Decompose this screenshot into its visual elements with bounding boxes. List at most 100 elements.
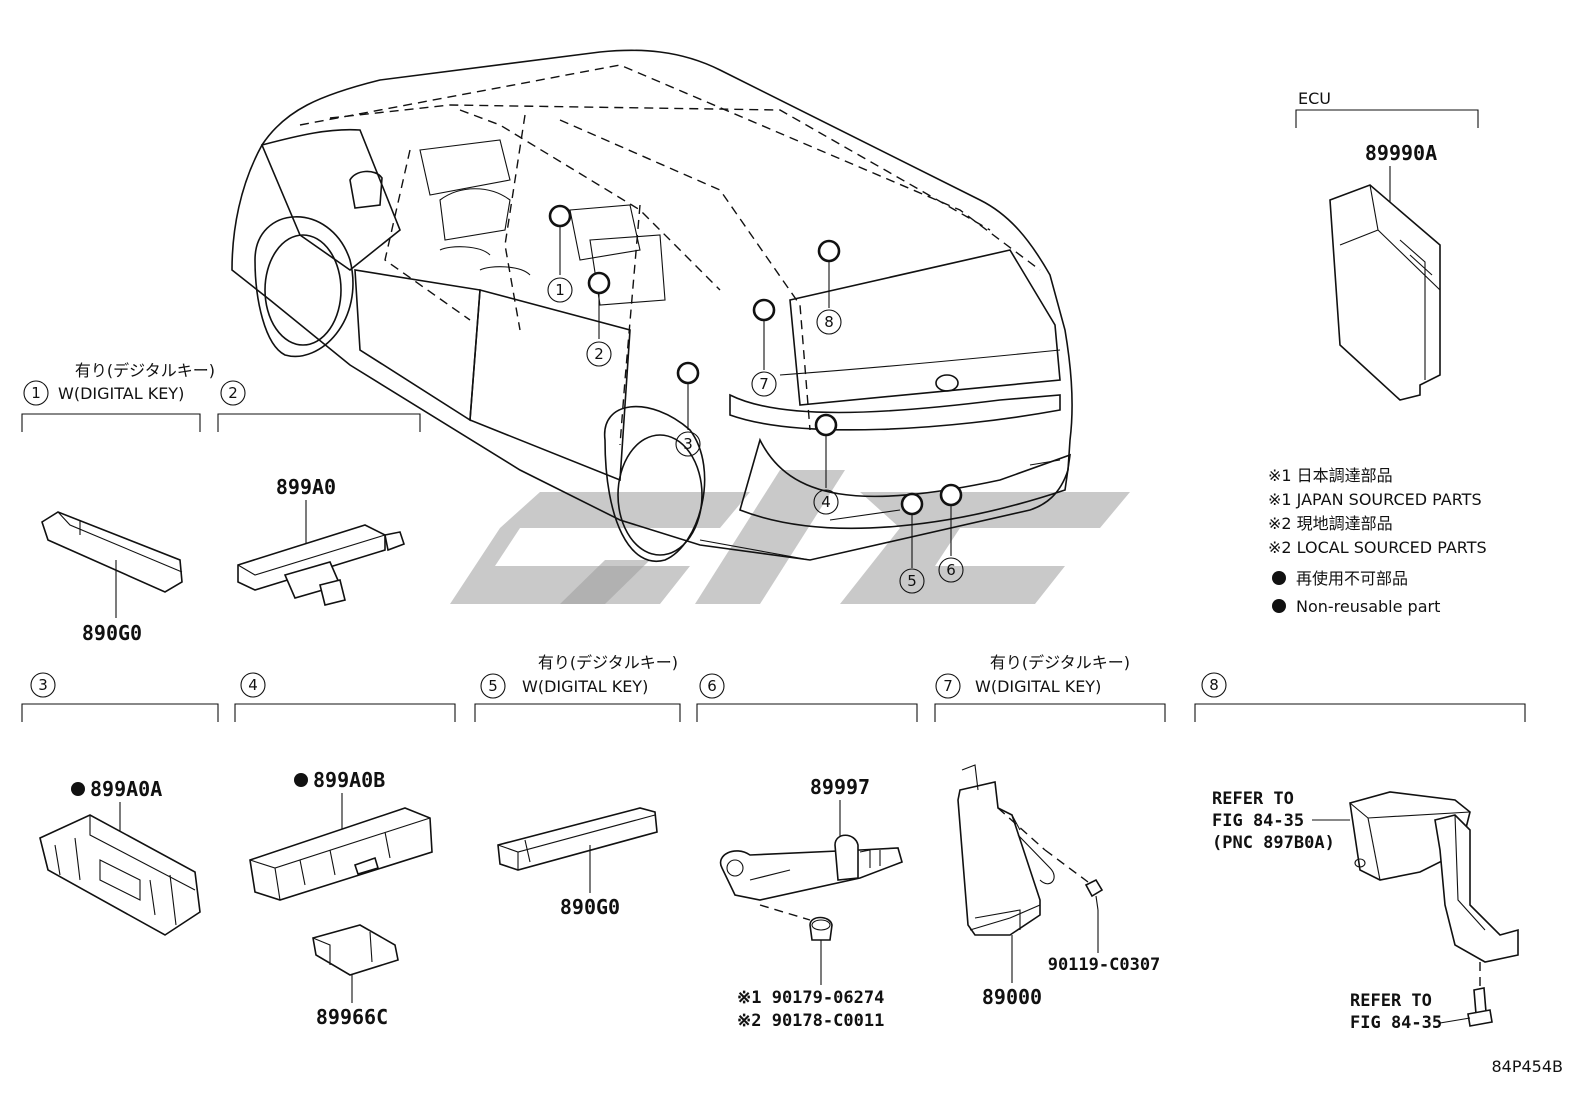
non-reusable-bullet-icon <box>71 782 85 796</box>
group-8-ref2-line-2[interactable]: FIG 84-35 <box>1350 1013 1442 1033</box>
legend-line-5: 再使用不可部品 <box>1296 569 1408 588</box>
vehicle-illustration <box>231 49 1073 563</box>
group-8-ref1-line-2[interactable]: FIG 84-35 <box>1212 811 1304 831</box>
marker-4-label: 4 <box>821 493 831 511</box>
group-4-part-number[interactable]: 899A0B <box>313 768 385 792</box>
ecu-section: ECU 89990A <box>1295 89 1479 401</box>
group-5: 有り(デジタルキー) 5 W(DIGITAL KEY) 890G0 <box>474 653 681 919</box>
marker-4-badge <box>813 489 839 515</box>
watermark-logo <box>450 470 1130 604</box>
marker-2-badge <box>586 341 612 367</box>
group-3-number: 3 <box>38 676 48 694</box>
legend: ※1 日本調達部品 ※1 JAPAN SOURCED PARTS ※2 現地調達… <box>1268 466 1487 616</box>
group-6-badge <box>699 673 725 699</box>
group-8-ref1-line-3[interactable]: (PNC 897B0A) <box>1212 833 1335 853</box>
group-2-number: 2 <box>228 384 238 402</box>
marker-6-badge <box>938 557 964 583</box>
group-2-badge <box>220 380 246 406</box>
group-1-part-number[interactable]: 890G0 <box>82 621 142 645</box>
group-8-ref1-line-1[interactable]: REFER TO <box>1212 789 1294 809</box>
ecu-part-number[interactable]: 89990A <box>1365 141 1437 165</box>
group-7-part-number-2[interactable]: 90119-C0307 <box>1048 955 1161 975</box>
group-7-part-number[interactable]: 89000 <box>982 985 1042 1009</box>
non-reusable-bullet-icon <box>1272 571 1286 585</box>
group-1-badge <box>23 380 49 406</box>
group-4: 4 899A0B 89966C <box>234 672 456 1029</box>
group-1: 有り(デジタルキー) 1 W(DIGITAL KEY) 890G0 <box>21 361 215 645</box>
figure-code: 84P454B <box>1491 1057 1563 1076</box>
marker-8-label: 8 <box>824 313 834 331</box>
group-8-bracket-drawing <box>1434 814 1519 963</box>
marker-3-label: 3 <box>683 435 693 453</box>
legend-line-3: ※2 現地調達部品 <box>1268 514 1393 533</box>
group-8-badge <box>1201 672 1227 698</box>
group-7: 有り(デジタルキー) 7 W(DIGITAL KEY) 89000 90119-… <box>934 653 1166 1009</box>
marker-4-spot[interactable] <box>814 413 838 437</box>
marker-5-label: 5 <box>907 572 917 590</box>
group-6: 6 89997 ※1 90179-06274 ※2 90178-C0011 <box>696 673 918 1031</box>
marker-2-label: 2 <box>594 345 604 363</box>
marker-1-badge <box>547 277 573 303</box>
group-5-badge <box>480 673 506 699</box>
group-8: 8 REFER TO FIG 84-35 (PNC 897B0A) REFER … <box>1194 672 1526 1033</box>
marker-5-spot[interactable] <box>900 492 924 516</box>
group-7-part-drawing <box>957 764 1041 936</box>
group-4-part-number-2[interactable]: 89966C <box>316 1005 388 1029</box>
group-2-part-drawing <box>237 524 406 606</box>
ecu-module-drawing <box>1329 184 1441 401</box>
group-7-number: 7 <box>943 677 953 695</box>
group-1-note-jp: 有り(デジタルキー) <box>75 361 215 380</box>
group-6-clip-drawing <box>809 916 833 941</box>
marker-7-label: 7 <box>759 375 769 393</box>
group-7-note-en: W(DIGITAL KEY) <box>975 677 1101 696</box>
marker-7-spot[interactable] <box>752 298 776 322</box>
group-8-ref2-line-1[interactable]: REFER TO <box>1350 991 1432 1011</box>
group-3-badge <box>30 672 56 698</box>
group-3: 3 899A0A <box>21 672 219 936</box>
marker-8-badge <box>816 309 842 335</box>
marker-1-spot[interactable] <box>548 204 572 228</box>
group-6-part-number[interactable]: 89997 <box>810 775 870 799</box>
marker-6-label: 6 <box>946 561 956 579</box>
group-3-part-drawing <box>39 814 201 936</box>
marker-3-spot[interactable] <box>676 361 700 385</box>
group-6-number: 6 <box>707 677 717 695</box>
marker-7-badge <box>751 371 777 397</box>
group-7-screw-drawing <box>1084 878 1104 911</box>
group-6-part-drawing <box>719 834 903 901</box>
legend-line-4: ※2 LOCAL SOURCED PARTS <box>1268 538 1487 557</box>
group-8-number: 8 <box>1209 676 1219 694</box>
group-5-part-drawing <box>497 807 658 871</box>
group-3-part-number[interactable]: 899A0A <box>90 777 162 801</box>
group-5-note-jp: 有り(デジタルキー) <box>538 653 678 672</box>
group-7-badge <box>935 673 961 699</box>
group-2-part-number[interactable]: 899A0 <box>276 475 336 499</box>
group-6-sub-part-2[interactable]: ※2 90178-C0011 <box>737 1011 884 1031</box>
legend-line-2: ※1 JAPAN SOURCED PARTS <box>1268 490 1482 509</box>
group-1-number: 1 <box>31 384 41 402</box>
group-4-badge <box>240 672 266 698</box>
group-5-part-number[interactable]: 890G0 <box>560 895 620 919</box>
non-reusable-bullet-icon <box>1272 599 1286 613</box>
group-6-sub-part-1[interactable]: ※1 90179-06274 <box>737 988 884 1008</box>
group-1-note-en: W(DIGITAL KEY) <box>58 384 184 403</box>
marker-1-label: 1 <box>555 281 565 299</box>
group-4-bracket-drawing <box>312 924 399 976</box>
ecu-header: ECU <box>1298 89 1331 108</box>
marker-5-badge <box>899 568 925 594</box>
marker-2-spot[interactable] <box>587 271 611 295</box>
group-2: 2 899A0 <box>217 380 421 606</box>
group-4-part-drawing <box>249 807 433 901</box>
non-reusable-bullet-icon <box>294 773 308 787</box>
group-4-number: 4 <box>248 676 258 694</box>
group-7-note-jp: 有り(デジタルキー) <box>990 653 1130 672</box>
legend-line-6: Non-reusable part <box>1296 597 1440 616</box>
group-1-part-drawing <box>41 511 183 593</box>
location-markers: 1 2 3 4 5 6 7 8 <box>547 204 964 594</box>
group-5-note-en: W(DIGITAL KEY) <box>522 677 648 696</box>
legend-line-1: ※1 日本調達部品 <box>1268 466 1393 485</box>
group-5-number: 5 <box>488 677 498 695</box>
marker-8-spot[interactable] <box>817 239 841 263</box>
marker-6-spot[interactable] <box>939 483 963 507</box>
